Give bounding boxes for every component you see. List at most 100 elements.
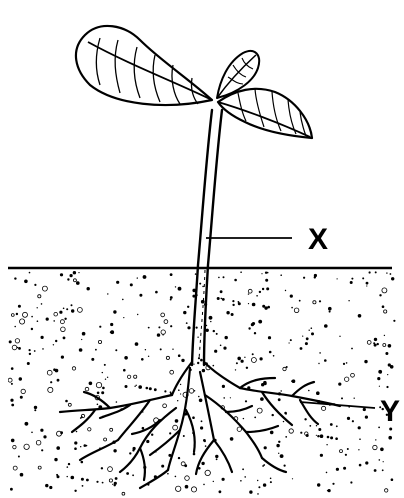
soil-particle <box>24 280 28 284</box>
soil-particle <box>63 337 66 340</box>
soil-particle <box>249 490 252 493</box>
soil-particle <box>213 365 215 367</box>
soil-particle <box>9 340 12 343</box>
soil-particle <box>34 350 36 352</box>
soil-particle <box>300 432 302 434</box>
soil-particle <box>79 348 83 352</box>
soil-particle <box>242 468 244 470</box>
soil-particle <box>320 434 324 438</box>
soil-particle <box>292 478 293 479</box>
soil-particle <box>311 327 313 329</box>
soil-particle <box>210 321 211 322</box>
soil-particle <box>390 273 392 275</box>
soil-particle <box>222 298 225 301</box>
soil-particle <box>222 478 225 481</box>
soil-particle <box>67 278 69 280</box>
soil-particle <box>280 274 282 276</box>
soil-particle <box>299 300 301 302</box>
soil-particle <box>170 273 173 276</box>
soil-particle <box>31 316 33 318</box>
soil-particle <box>56 446 60 450</box>
soil-particle <box>45 484 48 487</box>
soil-particle <box>308 390 310 392</box>
soil-particle <box>18 456 20 458</box>
soil-particle <box>37 307 38 308</box>
soil-particle <box>354 398 355 399</box>
soil-particle <box>78 272 79 273</box>
label-y: Y <box>380 397 400 427</box>
soil-particle <box>136 385 137 386</box>
soil-particle <box>265 272 267 274</box>
soil-particle <box>68 403 71 406</box>
soil-particle <box>270 481 272 483</box>
soil-particle <box>216 458 218 460</box>
soil-particle <box>284 465 286 467</box>
soil-particle <box>363 408 366 411</box>
soil-particle <box>230 397 231 398</box>
soil-particle <box>377 377 380 380</box>
soil-particle <box>173 425 178 430</box>
soil-particle <box>175 286 176 287</box>
soil-particle <box>88 428 91 431</box>
soil-particle <box>123 369 126 372</box>
soil-particle <box>379 386 380 387</box>
soil-particle <box>115 477 118 480</box>
soil-particle <box>81 478 84 481</box>
soil-particle <box>65 400 68 403</box>
soil-particle <box>183 435 185 437</box>
soil-particle <box>36 440 41 445</box>
soil-particle <box>143 275 147 279</box>
large-leaf <box>76 26 212 105</box>
soil-particle <box>130 283 133 286</box>
soil-particle <box>213 481 214 482</box>
soil-particle <box>263 483 266 486</box>
soil-particle <box>215 455 218 458</box>
soil-particle <box>137 314 138 315</box>
soil-particle <box>256 295 258 297</box>
soil-particle <box>101 391 104 394</box>
soil-particle <box>385 489 388 492</box>
soil-particle <box>330 436 333 439</box>
soil-particle <box>358 449 359 450</box>
soil-particle <box>254 417 256 419</box>
soil-particle <box>81 416 83 418</box>
soil-particle <box>172 349 173 350</box>
soil-particle <box>289 429 293 433</box>
soil-particle <box>146 387 149 390</box>
soil-particle <box>29 272 31 274</box>
soil-particle <box>97 404 99 406</box>
soil-particle <box>347 448 349 450</box>
soil-particle <box>8 378 12 382</box>
soil-particle <box>305 342 308 345</box>
soil-particle <box>86 479 89 482</box>
soil-particle <box>81 339 82 340</box>
soil-particle <box>196 327 198 329</box>
soil-particle <box>345 454 347 456</box>
soil-particle <box>108 467 113 472</box>
soil-particle <box>284 412 287 415</box>
soil-particle <box>248 327 250 329</box>
soil-particle <box>237 357 241 361</box>
soil-particle <box>365 416 368 419</box>
soil-particle <box>273 355 275 357</box>
soil-particle <box>163 404 167 408</box>
soil-particle <box>270 431 274 435</box>
soil-particle <box>11 404 14 407</box>
soil-particle <box>157 333 160 336</box>
soil-particle <box>245 400 247 402</box>
soil-particle <box>55 340 57 342</box>
soil-particle <box>71 309 74 312</box>
soil-particle <box>185 476 190 481</box>
soil-particle <box>383 344 386 347</box>
soil-particle <box>240 271 242 273</box>
soil-particle <box>373 445 377 449</box>
soil-particle <box>63 308 65 310</box>
soil-particle <box>201 462 204 465</box>
soil-particle <box>115 349 117 351</box>
soil-particle <box>96 382 101 387</box>
soil-particle <box>270 478 272 480</box>
soil-particle <box>283 367 286 370</box>
soil-particle <box>187 306 189 308</box>
soil-particle <box>23 312 28 317</box>
soil-particle <box>337 278 338 279</box>
